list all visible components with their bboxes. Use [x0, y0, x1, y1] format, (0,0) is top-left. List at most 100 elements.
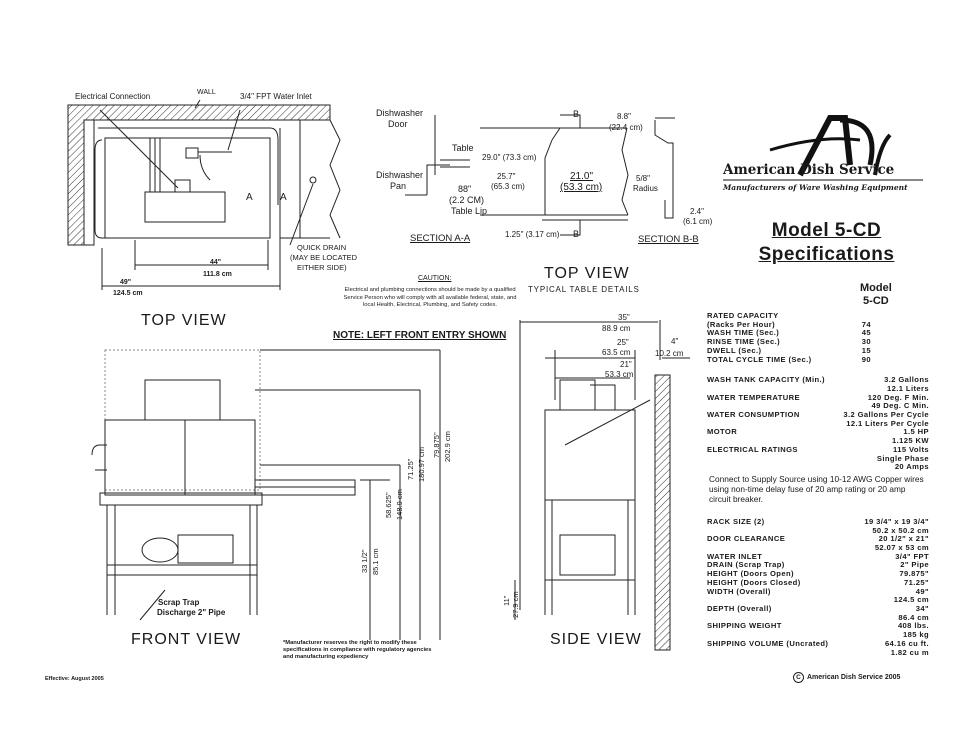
model-header-line: 5-CD [863, 295, 889, 307]
spec-label: HEIGHT (Doors Open) [707, 569, 794, 579]
spec-value: 1.5 HP [903, 427, 929, 437]
dimension-label: 27.9 cm [511, 591, 520, 618]
spec-label: ELECTRICAL RATINGS [707, 444, 798, 454]
dimension-label: 88.9 cm [602, 324, 631, 333]
spec-value: 124.5 cm [893, 595, 929, 605]
front-entry-note: NOTE: LEFT FRONT ENTRY SHOWN [333, 330, 507, 341]
logo-company-name: American Dish Service [723, 162, 895, 178]
spec-row: 50.2 x 50.2 cm [707, 525, 929, 536]
scrap-trap-label: Scrap Trap [158, 598, 200, 607]
section-bb-title: SECTION B-B [638, 234, 699, 245]
quick-drain-label: (MAY BE LOCATED [290, 253, 358, 262]
spec-value: 12.1 Liters Per Cycle [846, 418, 929, 428]
spec-value: 185 kg [902, 630, 929, 640]
footnote-line: *Manufacturer reserves the right to modi… [283, 640, 417, 646]
spec-label: WATER INLET [707, 551, 763, 561]
copyright-text: American Dish Service 2005 [807, 674, 901, 681]
spec-value: 3.2 Gallons [884, 375, 929, 385]
spec-row: DWELL (Sec.)15 [707, 346, 929, 356]
height-dimension: 71.25" [406, 458, 415, 480]
model-column-header: Model 5-CD [860, 282, 892, 308]
spec-row: 49 Deg. C Min. [707, 402, 929, 411]
height-dimension: 148.9 cm [395, 489, 404, 520]
radius-label: Radius [633, 184, 658, 193]
spec-row: 1.82 cu m [707, 647, 929, 658]
spec-value: 3.2 Gallons Per Cycle [843, 410, 929, 420]
dimension-label: 21.0" [570, 171, 594, 182]
spec-row: WASH TANK CAPACITY (Min.)3.2 Gallons [707, 376, 929, 385]
spec-row: 20 Amps [707, 463, 929, 472]
spec-value: 52.07 x 53 cm [874, 543, 929, 553]
section-b-mark: B [573, 229, 580, 239]
spec-value: 30 [861, 337, 871, 347]
height-dimension: 58.625" [384, 492, 393, 518]
spec-value: 50.2 x 50.2 cm [872, 525, 929, 535]
section-b-mark: B [573, 109, 580, 119]
spec-row: (Racks Per Hour)74 [707, 319, 929, 330]
spec-row: TOTAL CYCLE TIME (Sec.) 90 [707, 354, 929, 365]
wiring-note: Connect to Supply Source using 10-12 AWG… [709, 473, 924, 504]
dimension-label: (65.3 cm) [491, 182, 525, 191]
dimension-label: 4" [671, 337, 679, 346]
spec-value: 64.16 cu ft. [884, 638, 929, 648]
dimension-label: 2.4" [690, 207, 704, 216]
spec-value: 86.4 cm [898, 612, 929, 622]
spec-row: HEIGHT (Doors Open) 79.875" [707, 569, 929, 579]
title-line: Specifications [758, 244, 895, 265]
height-dimension: 180.97 cm [417, 446, 426, 482]
pan-label: Pan [390, 181, 407, 191]
spec-label: TOTAL CYCLE TIME (Sec.) [707, 354, 812, 364]
spec-label: RINSE TIME (Sec.) [707, 337, 781, 347]
table-detail-drawing [480, 114, 675, 236]
dimension-label: 124.5 cm [113, 290, 143, 297]
spec-label: (Racks Per Hour) [707, 319, 776, 329]
dimension-label: 63.5 cm [602, 348, 631, 357]
table-label: Table [452, 143, 474, 153]
spec-label: SHIPPING VOLUME (Uncrated) [707, 638, 829, 648]
spec-row: DEPTH (Overall)34" [707, 604, 929, 614]
spec-value: 19 3/4" x 19 3/4" [864, 516, 929, 526]
dimension-label: (6.1 cm) [683, 217, 713, 226]
footnote: *Manufacturer reserves the right to modi… [283, 640, 432, 661]
spec-row: Single Phase [707, 454, 929, 464]
spec-group-dimensions: RACK SIZE (2)19 3/4" x 19 3/4"50.2 x 50.… [707, 516, 929, 658]
table-details-subtitle: TYPICAL TABLE DETAILS [528, 285, 640, 294]
side-view-title: SIDE VIEW [550, 631, 642, 648]
spec-value: 115 Volts [893, 444, 929, 454]
spec-value: 79.875" [899, 569, 929, 579]
spec-row: 86.4 cm [707, 612, 929, 623]
spec-row: RINSE TIME (Sec.) 30 [707, 337, 929, 347]
footnote-line: specifications in compliance with regula… [283, 647, 432, 653]
model-header-line: Model [860, 282, 892, 294]
front-view-drawing [91, 349, 441, 640]
spec-label: WATER TEMPERATURE [707, 392, 800, 402]
spec-row: HEIGHT (Doors Closed)71.25" [707, 577, 929, 588]
pan-label: Dishwasher [376, 170, 424, 180]
front-view-title: FRONT VIEW [131, 631, 242, 648]
spec-label: WIDTH (Overall) [707, 586, 771, 596]
spec-value: 1.82 cu m [890, 647, 929, 657]
height-dimension: 85.1 cm [371, 548, 380, 575]
quick-drain-label: QUICK DRAIN [297, 243, 347, 252]
dimension-label: 35" [618, 313, 630, 322]
dimension-label: (22.4 cm) [609, 123, 643, 132]
spec-value: 90 [861, 354, 871, 364]
spec-label: HEIGHT (Doors Closed) [707, 577, 801, 587]
dimension-label: 25.7" [497, 172, 516, 181]
section-aa-title: SECTION A-A [410, 233, 471, 244]
footnote-line: and manufacturing expediency [283, 654, 369, 660]
spec-row: RACK SIZE (2)19 3/4" x 19 3/4" [707, 516, 929, 527]
ads-logo-mark [723, 115, 923, 181]
height-dimension: 202.9 cm [443, 431, 452, 462]
section-aa-drawing [405, 115, 470, 196]
spec-row: 12.1 Liters [707, 384, 929, 394]
spec-label: MOTOR [707, 427, 738, 437]
